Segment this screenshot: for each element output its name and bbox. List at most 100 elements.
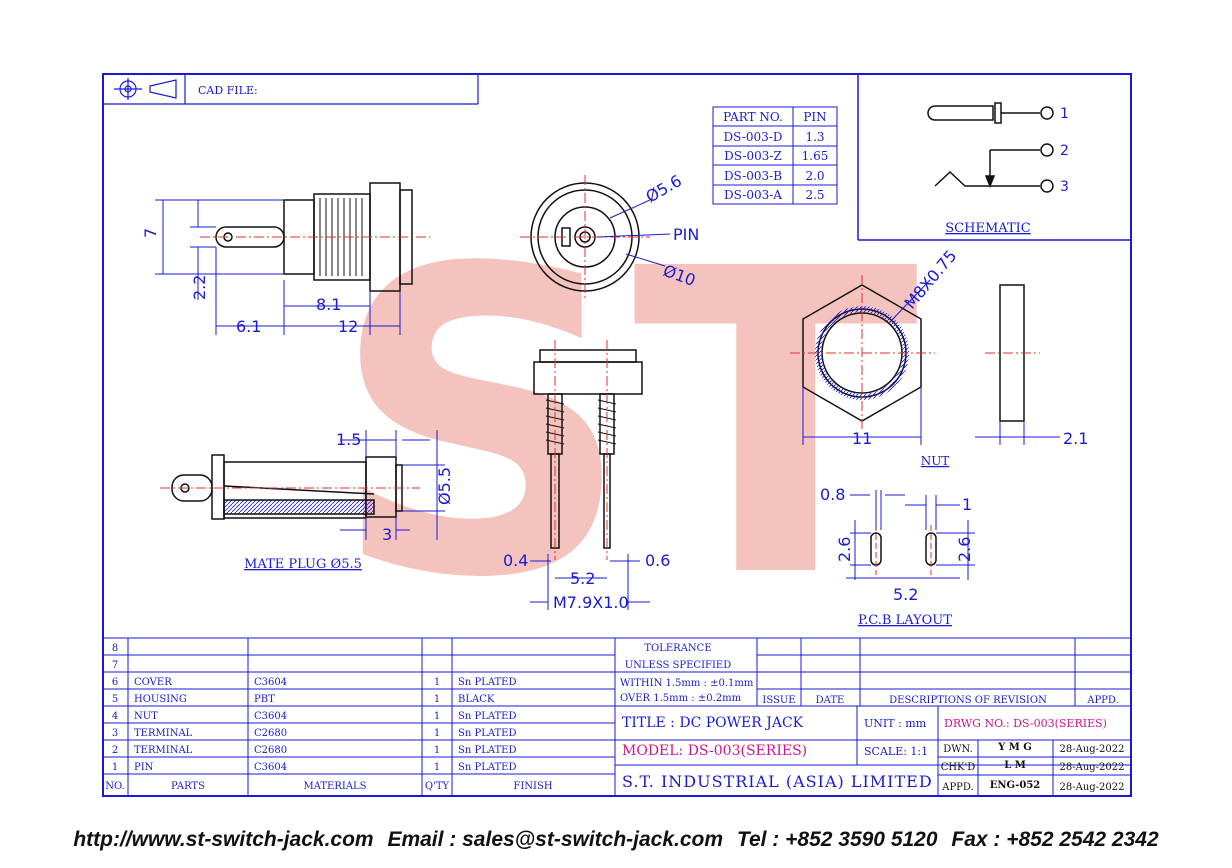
- bom-part: TERMINAL: [134, 728, 193, 739]
- bom-qty: 1: [434, 694, 440, 705]
- schematic-symbol: [927, 102, 1054, 193]
- tolerance-over: OVER 1.5mm : ±0.2mm: [620, 693, 742, 704]
- title-block: [615, 706, 1131, 796]
- bom-header-qty: Q'TY: [425, 781, 450, 792]
- bom-material: C2680: [254, 728, 287, 739]
- bom-no: 6: [112, 677, 118, 688]
- chkd-label: CHK'D: [941, 762, 976, 773]
- telephone-text: Tel : +852 3590 5120: [736, 828, 938, 851]
- dim-plug-1-5: 1.5: [336, 430, 361, 449]
- bom-header-finish: FINISH: [513, 781, 552, 792]
- dim-nut-11: 11: [852, 429, 872, 448]
- bom-header-parts: PARTS: [171, 781, 205, 792]
- drawing-number: DRWG NO.: DS-003(SERIES): [944, 717, 1107, 730]
- dim-pcb-0-8: 0.8: [820, 485, 845, 504]
- bom-qty: 1: [434, 762, 440, 773]
- pin-table-cell: DS-003-A: [724, 188, 782, 202]
- bom-finish: Sn PLATED: [458, 677, 517, 688]
- bom-no: 4: [112, 711, 118, 722]
- model-text: MODEL: DS-003(SERIES): [622, 743, 807, 759]
- dim-front-pin: PIN: [673, 225, 699, 244]
- watermark: ST: [330, 181, 921, 670]
- bom-header-materials: MATERIALS: [303, 781, 366, 792]
- tolerance-title: TOLERANCE: [644, 643, 711, 654]
- dim-side-8-1: 8.1: [316, 295, 341, 314]
- nut-label: NUT: [921, 454, 950, 468]
- fax-text: Fax : +852 2542 2342: [951, 828, 1159, 851]
- pin-table-cell: 2.0: [805, 169, 824, 183]
- dwn-label: DWN.: [943, 744, 973, 755]
- bom-part: NUT: [134, 711, 158, 722]
- dim-side-12: 12: [338, 317, 358, 336]
- bom-part: PIN: [134, 762, 154, 773]
- tolerance-within: WITHIN 1.5mm : ±0.1mm: [620, 678, 754, 689]
- bom-no: 2: [112, 745, 118, 756]
- dwn-date: 28-Aug-2022: [1060, 744, 1125, 755]
- dim-bottom-thread: M7.9X1.0: [553, 593, 629, 612]
- bom-no: 3: [112, 728, 118, 739]
- bom-part: COVER: [134, 677, 172, 688]
- unit-label: UNIT : mm: [864, 717, 927, 730]
- bom-qty: 1: [434, 711, 440, 722]
- appd-value: ENG-052: [990, 780, 1041, 791]
- dim-bottom-0-6: 0.6: [645, 551, 670, 570]
- dim-side-7: 7: [141, 228, 160, 238]
- schematic-box: [857, 74, 1131, 241]
- mate-plug-label: MATE PLUG Ø5.5: [244, 557, 362, 572]
- bom-qty: 1: [434, 677, 440, 688]
- revision-issue-header: ISSUE: [762, 695, 795, 706]
- pin-table-cell: DS-003-B: [724, 169, 782, 183]
- revision-desc-header: DESCRIPTIONS OF REVISION: [889, 695, 1047, 706]
- dim-pcb-2-6-left: 2.6: [835, 537, 854, 562]
- email-link[interactable]: Email : sales@st-switch-jack.com: [387, 828, 724, 851]
- bom-qty: 1: [434, 745, 440, 756]
- dim-nut-2-1: 2.1: [1063, 429, 1088, 448]
- dim-pcb-1: 1: [962, 495, 972, 514]
- bom-material: C3604: [254, 711, 287, 722]
- dwn-value: Y M G: [997, 742, 1032, 753]
- dim-bottom-5-2: 5.2: [570, 569, 595, 588]
- pin-table-cell: DS-003-Z: [724, 149, 782, 163]
- drawing-frame: [102, 73, 1132, 797]
- bom-header-no: NO.: [105, 781, 125, 792]
- pin-table: [712, 106, 838, 205]
- appd-date: 28-Aug-2022: [1060, 782, 1125, 793]
- scale-label: SCALE: 1:1: [864, 745, 928, 758]
- bom-no: 7: [112, 660, 118, 671]
- bom-no: 8: [112, 643, 118, 654]
- dim-pcb-2-6-right: 2.6: [955, 537, 974, 562]
- title-text: TITLE : DC POWER JACK: [622, 715, 804, 731]
- bom-finish: Sn PLATED: [458, 711, 517, 722]
- schematic-label: SCHEMATIC: [945, 221, 1030, 236]
- watermark-text: ST: [330, 181, 921, 670]
- pin-table-cell: 2.5: [805, 188, 824, 202]
- tolerance-subtitle: UNLESS SPECIFIED: [625, 660, 732, 671]
- bom-no: 5: [112, 694, 118, 705]
- bom-material: PBT: [254, 694, 275, 705]
- chkd-value: L M: [1004, 760, 1026, 771]
- revision-block: [615, 638, 1131, 707]
- pin-table-cell: DS-003-D: [724, 130, 783, 144]
- side-view-dimensions: [155, 199, 401, 335]
- bom-material: C3604: [254, 762, 287, 773]
- schematic-pin-1: 1: [1060, 106, 1069, 122]
- pin-table-header-part: PART NO.: [723, 110, 783, 124]
- bom-material: C2680: [254, 745, 287, 756]
- bom-no: 1: [112, 762, 118, 773]
- pin-table-cell: 1.3: [805, 130, 824, 144]
- website-link[interactable]: http://www.st-switch-jack.com: [73, 828, 374, 851]
- pin-table-cell: 1.65: [802, 149, 829, 163]
- bom-rows: 8 7 6 COVER C3604 1 Sn PLATED 5 HOUSING …: [105, 643, 553, 792]
- cad-file-label: CAD FILE:: [198, 84, 258, 97]
- pin-table-header-pin: PIN: [803, 110, 826, 124]
- dim-plug-diameter: Ø5.5: [435, 467, 454, 505]
- projection-symbol-icon: [114, 78, 177, 100]
- bom-finish: Sn PLATED: [458, 745, 517, 756]
- revision-date-header: DATE: [816, 695, 845, 706]
- dim-side-2-2: 2.2: [190, 275, 209, 300]
- schematic-pin-3: 3: [1060, 179, 1069, 195]
- revision-appd-header: APPD.: [1086, 695, 1119, 706]
- dim-bottom-0-4: 0.4: [503, 551, 528, 570]
- bom-table: [103, 637, 1131, 796]
